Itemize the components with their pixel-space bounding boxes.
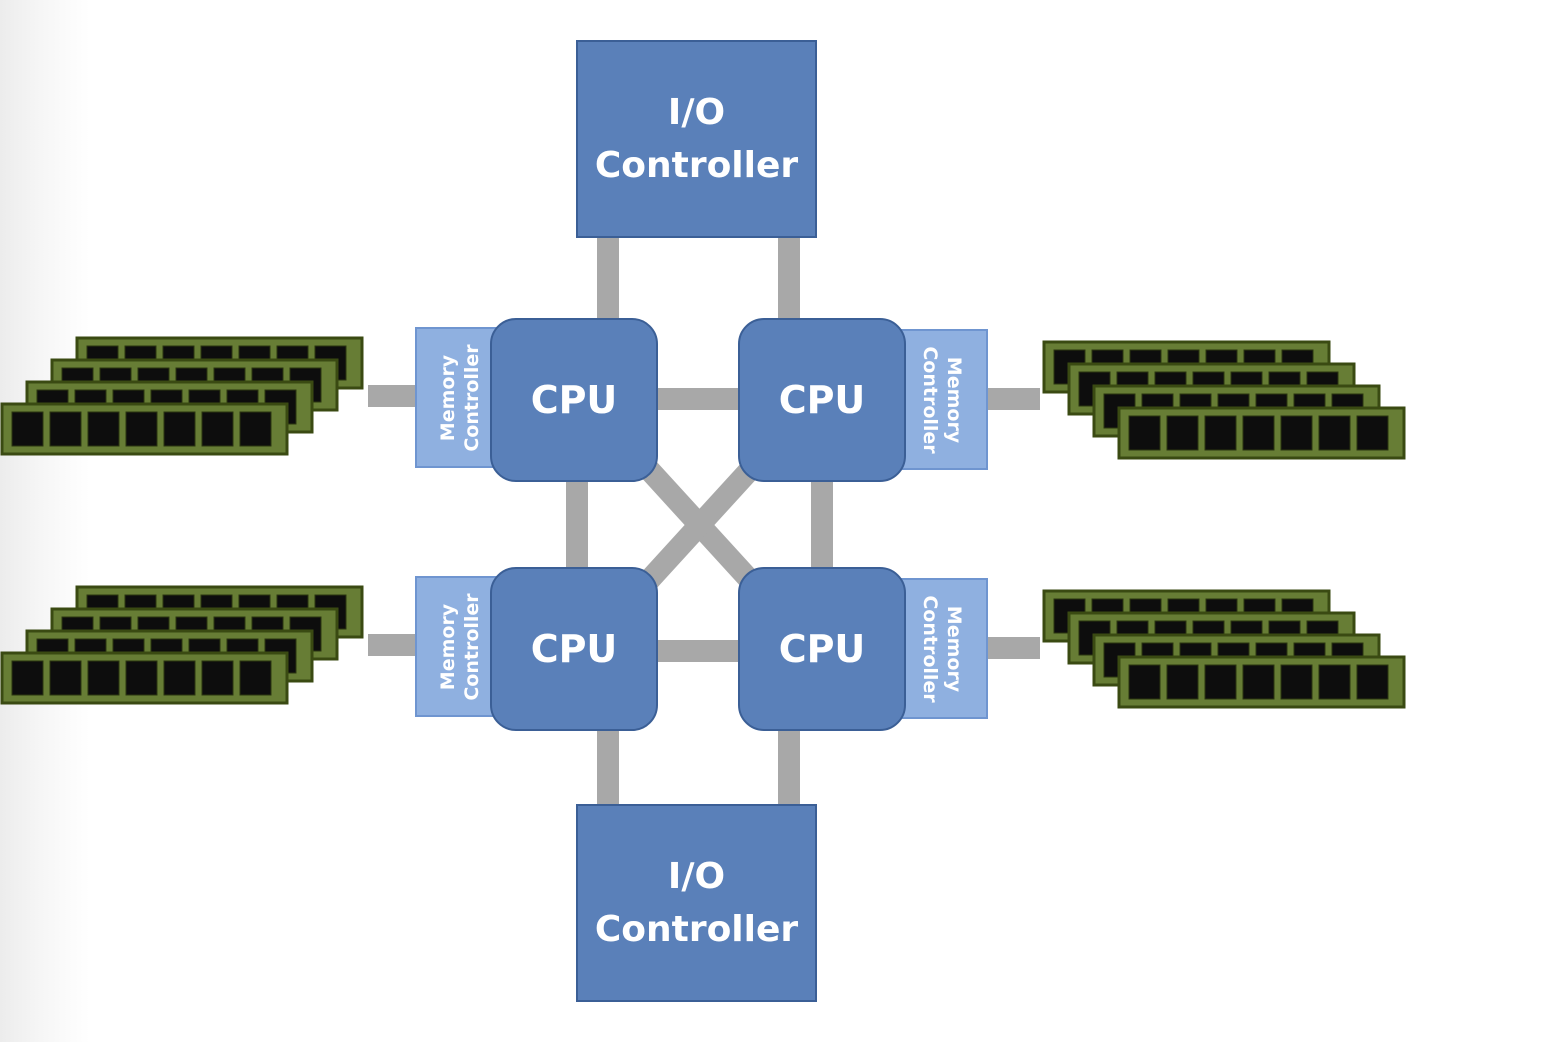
ram-chip — [1318, 415, 1351, 451]
io-controller-bottom-line2: Controller — [594, 909, 799, 950]
ram-chip — [125, 411, 158, 447]
cpu-bottom-right-label: CPU — [778, 627, 866, 671]
ram-chip — [87, 411, 120, 447]
io-controller-top-line1: I/O — [667, 92, 726, 133]
ram-chip — [1204, 415, 1237, 451]
ram-module — [0, 402, 289, 456]
ram-module — [0, 651, 289, 705]
cpu-bottom-left-label: CPU — [530, 627, 618, 671]
ram-chip — [125, 660, 158, 696]
io-controller-top-line2: Controller — [594, 145, 799, 186]
ram-module — [1117, 406, 1406, 460]
io-controller-bottom-line1: I/O — [667, 856, 726, 897]
memory-bank-top-left — [0, 336, 364, 456]
cpu-top-right: CPU — [738, 318, 906, 482]
memory-controller-top-left-line2: Controller — [461, 343, 483, 452]
cpu-bottom-right: CPU — [738, 567, 906, 731]
memory-controller-top-left-line1: Memory — [437, 354, 459, 441]
memory-controller-bottom-right-line1: Memory — [942, 605, 965, 692]
ram-chip — [239, 411, 272, 447]
ram-chip — [1280, 415, 1313, 451]
ram-chip — [49, 411, 82, 447]
ram-chip — [87, 660, 120, 696]
ram-chip — [163, 411, 196, 447]
ram-chip — [1128, 664, 1161, 700]
ram-chip — [1356, 664, 1389, 700]
memory-controller-bottom-left-line2: Controller — [461, 592, 483, 701]
ram-chip — [1242, 664, 1275, 700]
ram-chip — [11, 660, 44, 696]
ram-chip — [163, 660, 196, 696]
ram-chip — [201, 660, 234, 696]
io-controller-top: I/O Controller — [576, 40, 817, 238]
memory-controller-bottom-left-line1: Memory — [437, 603, 459, 690]
ram-chip — [1166, 415, 1199, 451]
cpu-bottom-left: CPU — [490, 567, 658, 731]
ram-chip — [1318, 664, 1351, 700]
cpu-top-left-label: CPU — [530, 378, 618, 422]
memory-bank-top-right — [1042, 340, 1406, 460]
ram-chip — [11, 411, 44, 447]
ram-chip — [1128, 415, 1161, 451]
ram-chip — [1356, 415, 1389, 451]
cpu-top-right-label: CPU — [778, 378, 866, 422]
memory-bank-bottom-right — [1042, 589, 1406, 709]
memory-controller-bottom-right-line2: Controller — [918, 594, 941, 703]
ram-chip — [49, 660, 82, 696]
memory-bank-bottom-left — [0, 585, 364, 705]
ram-chip — [201, 411, 234, 447]
cpu-top-left: CPU — [490, 318, 658, 482]
memory-controller-top-right-line2: Controller — [918, 345, 941, 454]
link-cpu-tr-cpu-bl — [633, 454, 766, 596]
ram-chip — [1280, 664, 1313, 700]
memory-controller-top-right: Memory Controller — [895, 329, 988, 470]
memory-controller-top-right-line1: Memory — [942, 356, 965, 443]
io-controller-bottom: I/O Controller — [576, 804, 817, 1002]
left-edge-shadow — [0, 0, 90, 1042]
ram-chip — [1242, 415, 1275, 451]
memory-controller-bottom-right: Memory Controller — [895, 578, 988, 719]
ram-chip — [239, 660, 272, 696]
ram-chip — [1166, 664, 1199, 700]
ram-chip — [1204, 664, 1237, 700]
ram-module — [1117, 655, 1406, 709]
